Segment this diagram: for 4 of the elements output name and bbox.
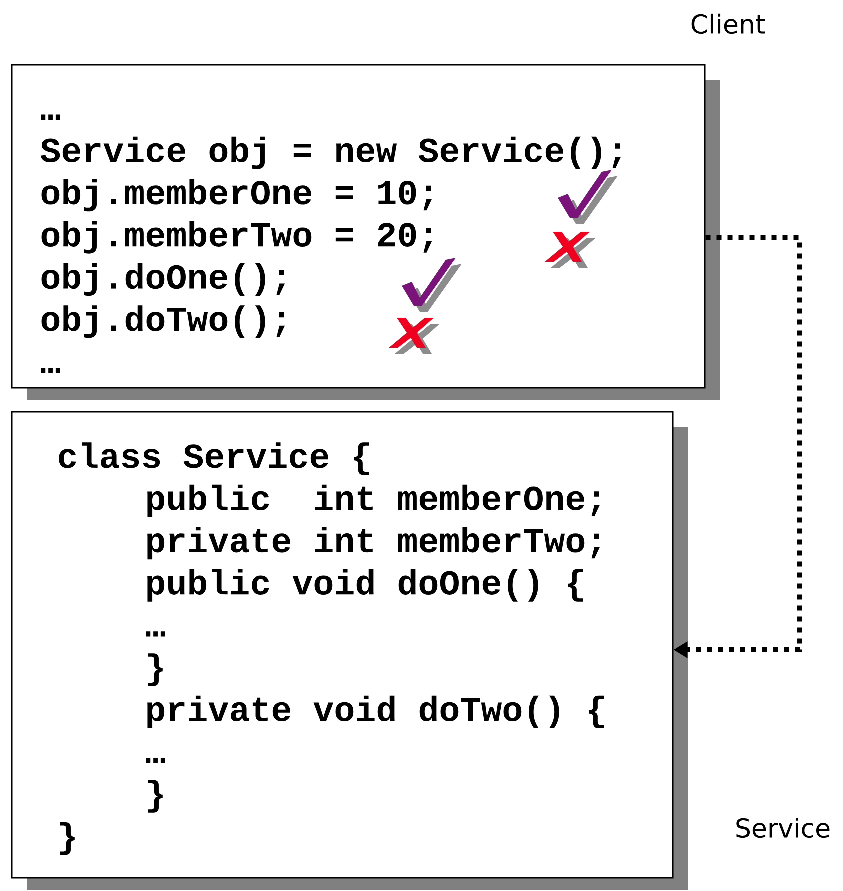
code-box: class Service { public int memberOne; private int memberTwo; public void doOne() { … } private void doTwo() { … } } xyxy=(11,411,688,890)
box-caption: Service xyxy=(736,818,830,838)
code-box: … Service obj = new Service(); obj.memberOne = 10; obj.memberTwo = 20; obj.doOne(); obj.doTwo(); … xyxy=(11,64,720,400)
box-caption: Client xyxy=(692,14,766,34)
